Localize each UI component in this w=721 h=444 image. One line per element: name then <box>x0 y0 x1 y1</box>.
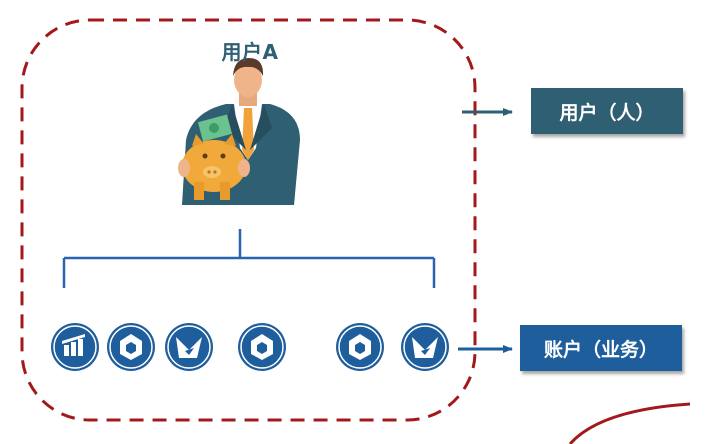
account-icon-5 <box>336 323 384 371</box>
adjacent-boundary-arc <box>568 402 691 444</box>
account-tag: 账户（业务） <box>520 325 682 371</box>
account-icon-6 <box>401 323 449 371</box>
account-icon-3 <box>165 323 213 371</box>
hexagon-logo-icon <box>120 334 142 360</box>
account-icon-1 <box>51 323 99 371</box>
businessman-illustration <box>178 58 300 205</box>
fold-logo-icon <box>412 337 438 358</box>
account-icon-2 <box>107 323 155 371</box>
user-boundary <box>20 18 477 422</box>
account-icon-4 <box>238 323 286 371</box>
bars-logo-icon <box>62 334 85 356</box>
user-title: 用户A <box>221 40 279 64</box>
account-bracket <box>62 229 436 288</box>
user-tag: 用户（人） <box>531 88 683 134</box>
hexagon-logo-icon <box>349 334 371 360</box>
fold-logo-icon <box>176 337 202 358</box>
hexagon-logo-icon <box>251 334 273 360</box>
